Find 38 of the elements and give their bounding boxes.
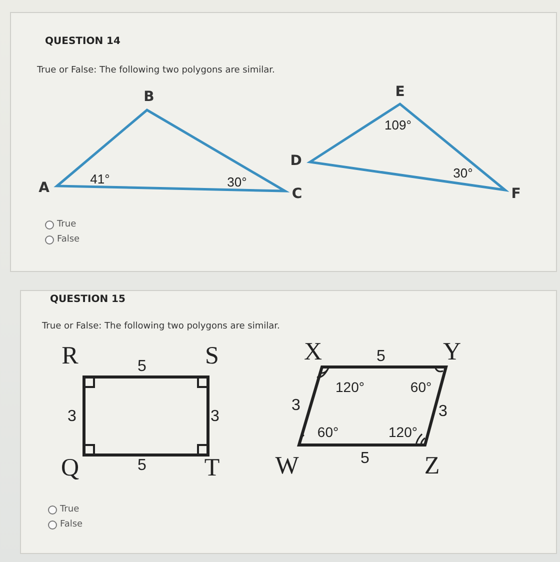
question-text: True or False: The following two polygons are similar. — [37, 66, 275, 76]
vertex-label: W — [275, 454, 299, 478]
vertex-label: R — [62, 344, 78, 368]
question-heading: QUESTION 15 — [50, 295, 126, 305]
angle-label: 120° — [388, 425, 418, 439]
angle-label: 41° — [90, 172, 110, 186]
option-label: False — [57, 236, 80, 244]
vertex-label: C — [292, 187, 302, 201]
angle-label: 30° — [227, 176, 247, 188]
side-length: 5 — [360, 451, 370, 467]
vertex-label: Q — [60, 456, 80, 480]
vertex-label: F — [511, 187, 521, 201]
angle-label: 120° — [336, 380, 364, 394]
vertex-label: E — [395, 85, 405, 99]
option-label: False — [60, 520, 83, 530]
side-length: 5 — [376, 349, 386, 365]
vertex-label: D — [290, 154, 302, 168]
side-length: 3 — [68, 409, 76, 425]
vertex-label: Z — [424, 454, 440, 478]
vertex-label: T — [204, 456, 220, 480]
side-length: 3 — [438, 404, 448, 420]
option-label: True — [60, 506, 80, 514]
side-length: 3 — [210, 409, 220, 425]
angle-label: 109° — [384, 118, 412, 132]
side-length: 5 — [138, 458, 146, 474]
side-length: 3 — [292, 398, 300, 414]
question-heading: QUESTION 14 — [45, 37, 120, 47]
vertex-label: B — [144, 90, 154, 104]
vertex-label: X — [304, 340, 322, 364]
angle-label: 60° — [410, 380, 432, 394]
option-label: True — [57, 220, 76, 230]
vertex-label: A — [38, 181, 50, 195]
angle-label: 30° — [453, 166, 473, 180]
vertex-label: S — [205, 344, 219, 368]
vertex-label: Y — [442, 340, 462, 364]
side-length: 5 — [138, 359, 146, 375]
angle-label: 60° — [317, 425, 339, 439]
question-text: True or False: The following two polygons are similar. — [42, 322, 280, 332]
